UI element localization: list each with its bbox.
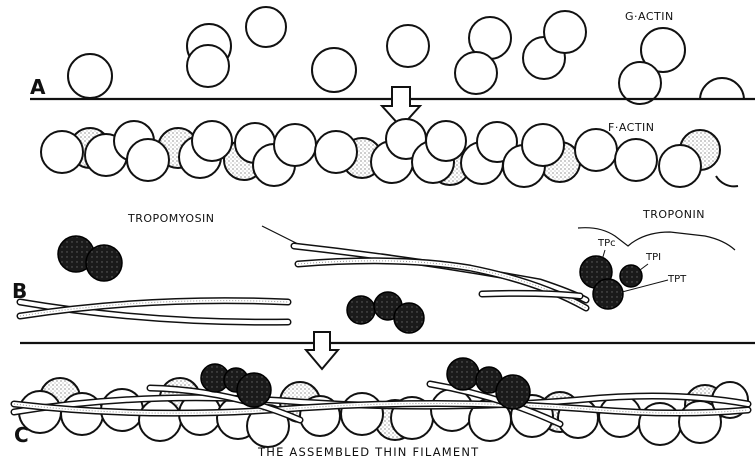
figure-caption: THE ASSEMBLED THIN FILAMENT (257, 445, 479, 459)
f-actin-label: F·ACTIN (608, 121, 655, 134)
troponin-i (620, 265, 642, 287)
panel-label-a: A (30, 75, 46, 99)
panel-label-c: C (14, 423, 29, 447)
tropomyosin-label: TROPOMYOSIN (127, 212, 215, 225)
g-actin-monomer (619, 62, 661, 104)
g-actin-monomer (455, 52, 497, 94)
g-actin-label: G·ACTIN (625, 10, 674, 23)
g-actin-partial-monomer (700, 78, 744, 100)
tpc-label: TPc (597, 238, 616, 249)
g-actin-monomer (387, 25, 429, 67)
tpi-label: TPI (645, 252, 661, 263)
tropomyosin-strand-upper (294, 246, 586, 308)
panel-label-b: B (12, 279, 27, 303)
tropomyosin-strand-lower (20, 301, 288, 323)
troponin-cluster-free (347, 292, 424, 333)
assembled-filament (14, 358, 748, 447)
down-arrow-icon (306, 332, 338, 369)
tpi-leader-line (640, 264, 648, 270)
g-actin-monomer (187, 45, 229, 87)
troponin-t (593, 279, 623, 309)
tpt-label: TPT (667, 274, 687, 285)
g-actin-monomer (312, 48, 356, 92)
troponin-cluster-free (58, 236, 122, 281)
g-actin-monomer (544, 11, 586, 53)
g-actin-monomer (246, 7, 286, 47)
g-actin-monomer (68, 54, 112, 98)
troponin-label: TROPONIN (642, 208, 705, 221)
